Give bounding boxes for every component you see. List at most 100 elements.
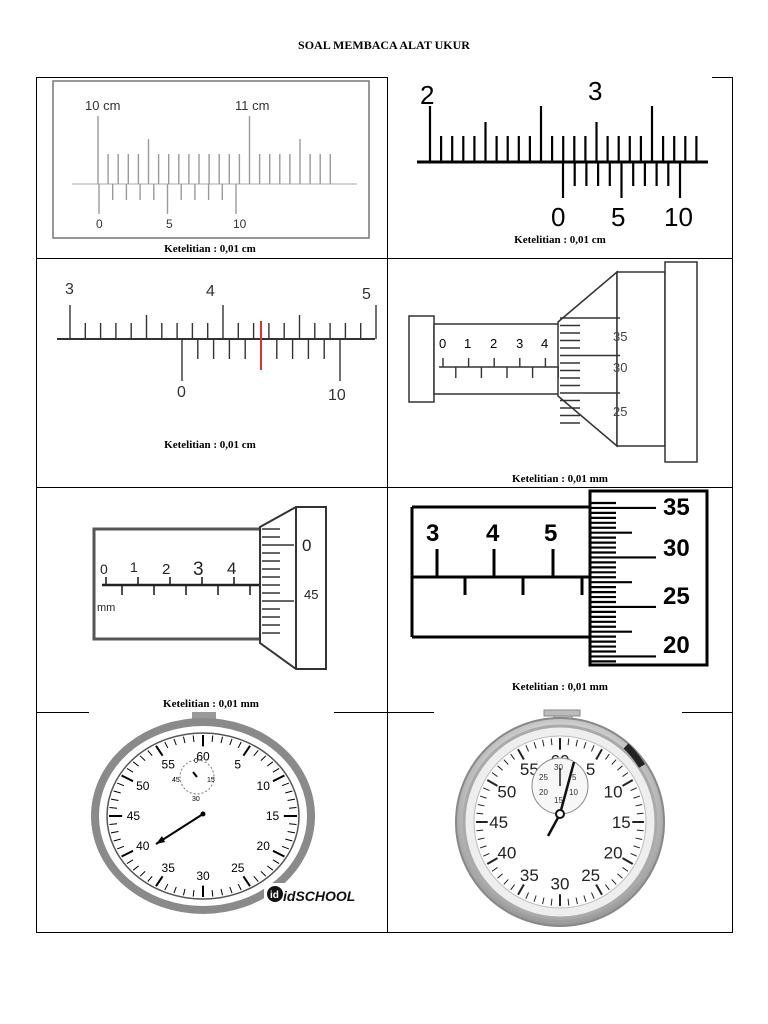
vernier-label-0: 0 — [177, 384, 186, 401]
caption-cell-3: Ketelitian : 0,01 cm — [164, 439, 256, 451]
vernier-label-10: 10 — [664, 202, 693, 232]
dial-tick — [164, 741, 169, 749]
table-border-left — [36, 77, 37, 933]
dial-label-25: 25 — [581, 866, 600, 885]
dial-tick — [477, 804, 485, 807]
dial-tick — [479, 795, 487, 799]
dial-tick — [110, 798, 119, 801]
thimble-label-45: 45 — [304, 587, 318, 602]
dial-tick — [211, 735, 214, 742]
dial-tick — [630, 787, 637, 792]
stopwatch-hand-tip — [558, 761, 576, 815]
table-border-top-left — [36, 77, 388, 78]
table-divider-row1 — [36, 258, 733, 259]
micrometer-2: 0 1 2 3 4 mm 0 45 — [92, 506, 327, 670]
dial-label-50: 50 — [497, 782, 516, 801]
dial-tick — [550, 738, 553, 746]
dial-label-40: 40 — [136, 839, 150, 853]
dial-tick — [590, 892, 595, 899]
subdial-label-0: 0 — [194, 758, 198, 765]
sleeve-label-5: 5 — [544, 520, 557, 547]
vernier-label-10: 10 — [233, 217, 247, 231]
dial-tick — [110, 831, 119, 834]
table-divider-row3-left — [36, 712, 89, 713]
subdial-label-30: 30 — [554, 763, 563, 772]
stopwatch-hand — [155, 813, 204, 845]
sleeve-label-3: 3 — [516, 336, 523, 351]
dial-tick — [510, 753, 515, 760]
dial-tick — [155, 875, 164, 887]
dial-tick — [636, 812, 644, 815]
main-label-3: 3 — [588, 76, 602, 106]
dial-label-20: 20 — [257, 839, 271, 853]
caption-cell-2: Ketelitian : 0,01 cm — [514, 234, 606, 246]
dial-tick — [605, 884, 610, 891]
dial-tick — [483, 852, 490, 857]
dial-label-20: 20 — [604, 844, 623, 863]
dial-tick — [491, 772, 498, 777]
dial-label-30: 30 — [551, 874, 570, 893]
dial-tick — [611, 879, 617, 885]
subdial-label-30: 30 — [192, 796, 200, 803]
dial-tick — [173, 738, 177, 746]
dial-tick — [595, 884, 603, 896]
dial-label-55: 55 — [520, 760, 539, 779]
dial-tick — [121, 849, 134, 858]
dial-tick — [147, 875, 153, 882]
dial-tick — [635, 804, 643, 807]
vernier-label-0: 0 — [96, 217, 103, 231]
dial-tick — [126, 767, 134, 773]
dial-tick — [503, 879, 509, 885]
dial-tick — [525, 745, 530, 752]
dial-label-10: 10 — [604, 782, 623, 801]
dial-tick — [633, 845, 641, 849]
dial-tick — [636, 829, 644, 832]
dial-tick — [287, 798, 296, 801]
sleeve-label-0: 0 — [439, 336, 446, 351]
subdial-label-20: 20 — [539, 788, 548, 797]
dial-tick — [285, 838, 293, 842]
dial-tick — [253, 875, 259, 882]
dial-tick — [272, 859, 280, 865]
dial-tick — [192, 735, 195, 742]
dial-label-50: 50 — [136, 779, 150, 793]
vernier-label-0: 0 — [551, 202, 565, 232]
dial-tick — [517, 748, 525, 760]
dial-label-5: 5 — [586, 760, 595, 779]
dial-tick — [266, 865, 274, 871]
dial-tick — [242, 875, 251, 887]
dial-tick — [272, 774, 285, 783]
dial-tick — [622, 779, 634, 787]
sleeve-unit: mm — [97, 602, 115, 614]
main-label-3: 3 — [65, 281, 74, 298]
dial-tick — [229, 886, 233, 894]
dial-tick — [476, 829, 484, 832]
vernier-caliper-2: 2 3 0 5 10 — [417, 76, 708, 232]
sleeve-label-3: 3 — [426, 520, 439, 547]
dial-label-45: 45 — [489, 813, 508, 832]
subdial-label-5: 5 — [572, 773, 577, 782]
dial-tick — [567, 738, 570, 746]
brand-name: idSCHOOL — [283, 888, 355, 904]
dial-tick — [237, 883, 242, 891]
dial-tick — [622, 857, 634, 865]
thimble-label-20: 20 — [663, 632, 690, 659]
table-border-top-right — [712, 77, 733, 78]
micrometer-3: 3 4 5 35 30 25 20 — [410, 489, 709, 667]
caption-cell-5: Ketelitian : 0,01 mm — [163, 698, 259, 710]
dial-tick — [533, 741, 537, 749]
dial-tick — [477, 837, 485, 840]
subdial-label-25: 25 — [539, 773, 548, 782]
table-border-bottom — [36, 932, 733, 933]
dial-tick — [479, 845, 487, 849]
dial-tick — [220, 736, 224, 744]
table-border-right — [732, 77, 733, 933]
svg-text:id: id — [270, 890, 279, 901]
dial-tick — [605, 753, 610, 760]
dial-tick — [533, 895, 537, 903]
dial-tick — [272, 767, 280, 773]
micrometer-1: 0 1 2 3 4 35 30 25 — [408, 261, 698, 463]
vernier-label-5: 5 — [166, 217, 173, 231]
thimble-label-35: 35 — [663, 494, 690, 521]
